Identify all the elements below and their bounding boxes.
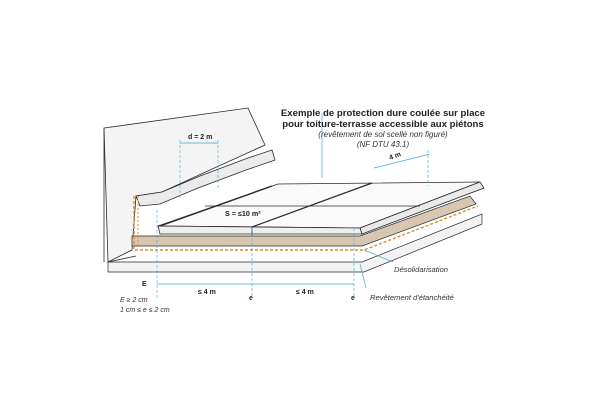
title-line2: pour toiture-terrasse accessible aux pié… xyxy=(282,119,484,130)
dimension-lines xyxy=(157,114,431,289)
title-line4: (NF DTU 43.1) xyxy=(357,140,410,149)
span1-label: ≤ 4 m xyxy=(198,289,216,296)
slab-top xyxy=(157,181,485,236)
span2-label: ≤ 4 m xyxy=(296,289,314,296)
note-E: E ≥ 2 cm xyxy=(120,297,148,304)
parapet-wall xyxy=(103,107,276,263)
depth-label: 4 m xyxy=(388,151,402,162)
note-e: 1 cm ≤ e ≤ 2 cm xyxy=(120,307,170,314)
guide-lines xyxy=(156,140,429,298)
e2-label: e xyxy=(351,295,355,302)
slab-layers xyxy=(107,195,483,273)
title-line1: Exemple de protection dure coulée sur pl… xyxy=(281,108,485,119)
d-label: d = 2 m xyxy=(188,134,212,141)
title-line3: (revêtement de sol scellé non figuré) xyxy=(318,130,448,139)
revetement-label: Revêtement d'étanchéité xyxy=(370,293,454,302)
E-label: E xyxy=(142,281,147,288)
desolidarisation-label: Désolidarisation xyxy=(394,265,448,274)
e1-label: e xyxy=(249,295,253,302)
area-label: S = ≤10 m² xyxy=(225,209,261,218)
membrane-layer xyxy=(131,195,477,247)
waterproofing-line xyxy=(133,196,479,251)
